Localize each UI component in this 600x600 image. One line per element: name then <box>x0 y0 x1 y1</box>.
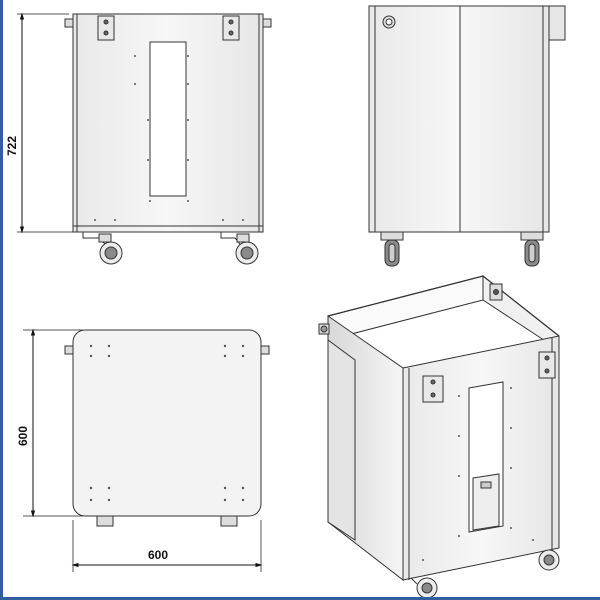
caster-side-right <box>520 231 544 267</box>
side-fitting <box>382 15 396 29</box>
iso-side-pin <box>318 323 330 335</box>
depth-label: 600 <box>16 426 30 446</box>
iso-bracket-right <box>538 351 556 379</box>
front-rivets <box>94 55 244 221</box>
iso-caster-front <box>410 577 438 597</box>
bracket-right <box>222 15 240 41</box>
technical-drawing: 722 <box>5 5 566 597</box>
height-label: 722 <box>5 136 19 156</box>
bracket-left <box>97 15 115 41</box>
height-dimension: 722 <box>5 12 83 234</box>
side-pin <box>548 5 566 41</box>
width-label: 600 <box>148 548 168 562</box>
top-rivets <box>89 344 245 502</box>
handle-pin-right <box>262 18 272 28</box>
iso-bracket-left <box>422 375 444 403</box>
side-view <box>368 5 566 267</box>
front-view: 722 <box>5 12 272 265</box>
side-body <box>368 5 550 233</box>
top-body <box>72 329 262 517</box>
handle-pin-left <box>64 18 74 28</box>
caster-front-left <box>82 232 123 265</box>
iso-rivets <box>422 387 534 561</box>
caster-front-right <box>220 232 259 265</box>
width-dimension: 600 <box>71 520 263 572</box>
depth-dimension: 600 <box>16 328 83 518</box>
caster-side-left <box>380 231 404 267</box>
top-view: 600 600 <box>16 328 270 572</box>
front-slot <box>149 41 187 197</box>
iso-caster-right <box>538 549 560 571</box>
isometric-view <box>318 274 560 597</box>
